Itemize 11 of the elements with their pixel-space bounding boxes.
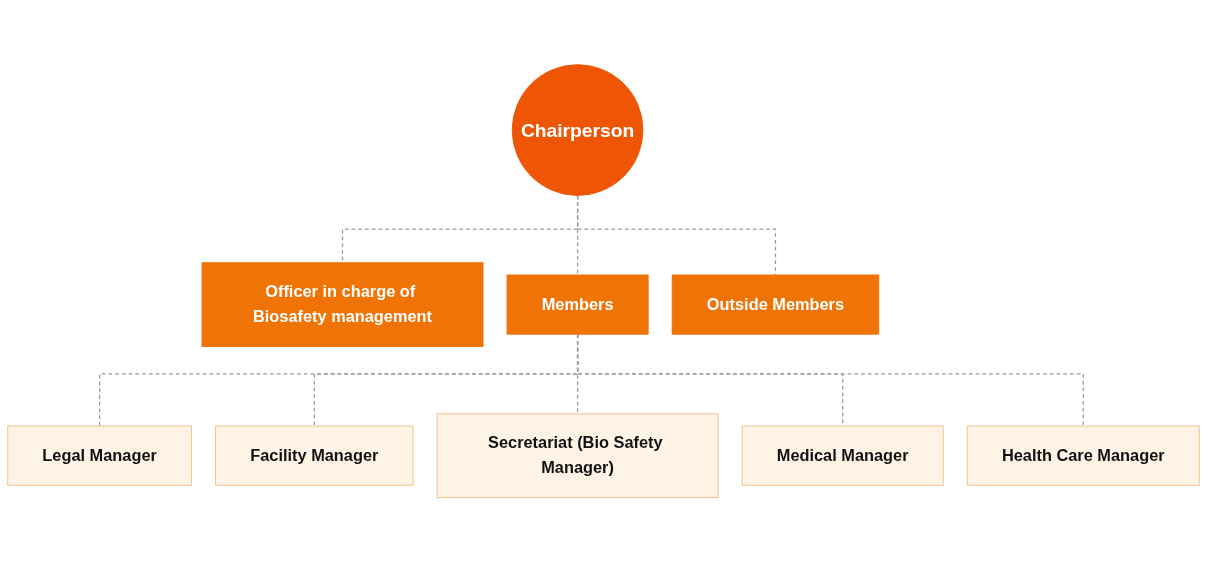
node-box: Secretariat (Bio Safety Manager) (436, 413, 719, 498)
node-box: Legal Manager (7, 425, 192, 486)
connector (576, 194, 777, 276)
node-box: Facility Manager (215, 425, 414, 486)
node-box: Outside Members (671, 274, 880, 335)
node-box: Members (506, 274, 649, 335)
node-box: Health Care Manager (966, 425, 1200, 486)
node-box: Medical Manager (741, 425, 944, 486)
node-box: Officer in charge of Biosafety management (201, 262, 484, 347)
node-circle: Chairperson (511, 64, 644, 196)
connector (576, 333, 1084, 427)
